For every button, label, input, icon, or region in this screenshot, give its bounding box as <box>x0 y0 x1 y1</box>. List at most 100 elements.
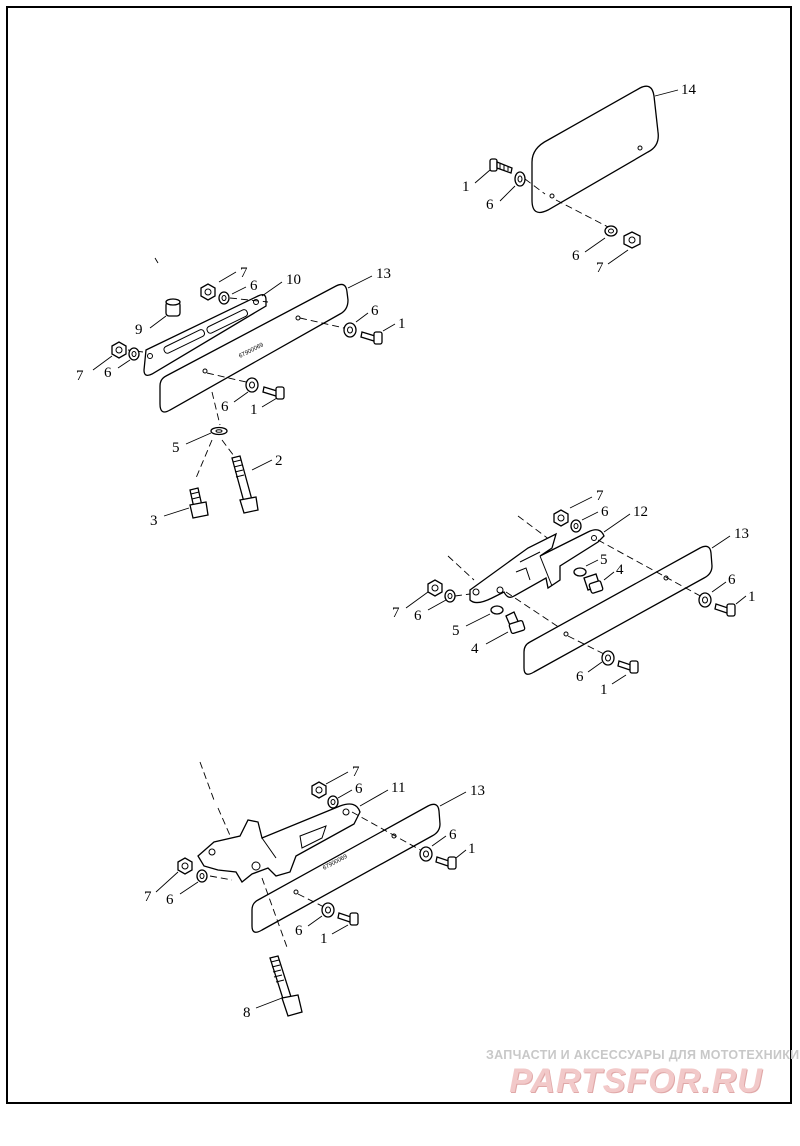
bolt-8 <box>269 955 303 1017</box>
washer-6 <box>218 291 230 305</box>
washer-5 <box>573 567 587 577</box>
bracket-12 <box>469 529 605 604</box>
washer-5 <box>490 605 504 615</box>
nut-7 <box>111 341 127 359</box>
callout-10: 10 <box>286 272 301 288</box>
bolt-3 <box>189 487 209 519</box>
group-middle-right-bracket: 7 6 12 13 5 4 6 1 7 6 5 4 6 1 <box>392 488 756 698</box>
nut-7 <box>427 579 443 597</box>
callout-7: 7 <box>240 265 248 281</box>
plate-hole <box>202 368 208 374</box>
callout-12: 12 <box>633 504 648 520</box>
callout-6: 6 <box>104 365 112 381</box>
diagram-frame <box>6 6 792 1104</box>
callout-6: 6 <box>572 248 580 264</box>
nut-7 <box>311 781 327 799</box>
screw-1 <box>617 660 639 674</box>
nut-7 <box>553 509 569 527</box>
callout-1: 1 <box>250 402 258 418</box>
callout-6: 6 <box>486 197 494 213</box>
plate-hole <box>563 631 569 637</box>
callout-1: 1 <box>468 841 476 857</box>
washer-6 <box>128 347 140 361</box>
washer-6 <box>196 869 208 883</box>
washer-6 <box>604 225 618 237</box>
callout-13: 13 <box>376 266 391 282</box>
callout-6: 6 <box>221 399 229 415</box>
lockwasher-5 <box>210 426 228 436</box>
callout-4: 4 <box>471 641 479 657</box>
callout-1: 1 <box>748 589 756 605</box>
bracket-10 <box>143 294 267 376</box>
watermark-tagline: ЗАПЧАСТИ И АКСЕССУАРЫ ДЛЯ МОТОТЕХНИКИ <box>486 1048 800 1062</box>
callout-6: 6 <box>449 827 457 843</box>
watermark-logo: PARTSFOR.RU <box>509 1062 763 1100</box>
screw-1 <box>435 856 457 870</box>
callout-7: 7 <box>76 368 84 384</box>
watermark: ЗАПЧАСТИ И АКСЕССУАРЫ ДЛЯ МОТОТЕХНИКИ PA… <box>486 1048 800 1106</box>
callout-13: 13 <box>734 526 749 542</box>
callout-11: 11 <box>391 780 405 796</box>
callout-8: 8 <box>243 1005 251 1021</box>
license-plate-13 <box>523 545 713 675</box>
callout-6: 6 <box>371 303 379 319</box>
group-lower-left-bracket: 67900069 <box>144 761 485 1021</box>
callout-7: 7 <box>144 889 152 905</box>
nut-7 <box>623 231 641 249</box>
callout-2: 2 <box>275 453 283 469</box>
plate-hole <box>293 889 299 895</box>
group-top-right-plate: 14 1 6 6 7 <box>462 82 697 276</box>
washer-6 <box>343 322 357 338</box>
callout-1: 1 <box>462 179 470 195</box>
screw-1 <box>337 912 359 926</box>
license-plate-13 <box>159 283 349 413</box>
callout-7: 7 <box>392 605 400 621</box>
callout-1: 1 <box>600 682 608 698</box>
washer-6 <box>444 589 456 603</box>
callout-6: 6 <box>355 781 363 797</box>
washer-6 <box>570 519 582 533</box>
callout-14: 14 <box>681 82 697 98</box>
washer-6 <box>601 650 615 666</box>
washer-6 <box>245 377 259 393</box>
washer-6 <box>321 902 335 918</box>
callout-9: 9 <box>135 322 143 338</box>
callout-6: 6 <box>576 669 584 685</box>
washer-6 <box>514 171 526 187</box>
callout-13: 13 <box>470 783 485 799</box>
callout-5: 5 <box>600 552 608 568</box>
callout-6: 6 <box>166 892 174 908</box>
washer-6 <box>327 795 339 809</box>
plate-hole <box>549 193 555 199</box>
callout-5: 5 <box>452 623 460 639</box>
callout-6: 6 <box>601 504 609 520</box>
bolt-4 <box>505 611 526 635</box>
callout-1: 1 <box>320 931 328 947</box>
callout-3: 3 <box>150 513 158 529</box>
nut-7 <box>177 857 193 875</box>
callout-6: 6 <box>728 572 736 588</box>
callout-6: 6 <box>295 923 303 939</box>
callout-4: 4 <box>616 562 624 578</box>
plate-hole <box>637 145 643 151</box>
screw-1 <box>714 603 736 617</box>
bolt-4 <box>583 573 604 594</box>
washer-6 <box>419 846 433 862</box>
bolt-2 <box>231 455 259 514</box>
callout-6: 6 <box>414 608 422 624</box>
screw-1 <box>489 158 513 174</box>
callout-6: 6 <box>250 278 258 294</box>
callout-7: 7 <box>596 488 604 504</box>
callout-5: 5 <box>172 440 180 456</box>
nut-7 <box>200 283 216 301</box>
group-upper-left-bracket: 67900069 <box>76 257 406 529</box>
license-plate-13 <box>251 803 441 933</box>
screw-1 <box>360 331 383 345</box>
bracket-11 <box>197 803 361 883</box>
callout-7: 7 <box>596 260 604 276</box>
license-plate-14 <box>531 85 659 214</box>
callout-7: 7 <box>352 764 360 780</box>
spacer-9 <box>165 298 181 317</box>
washer-6 <box>698 592 712 608</box>
